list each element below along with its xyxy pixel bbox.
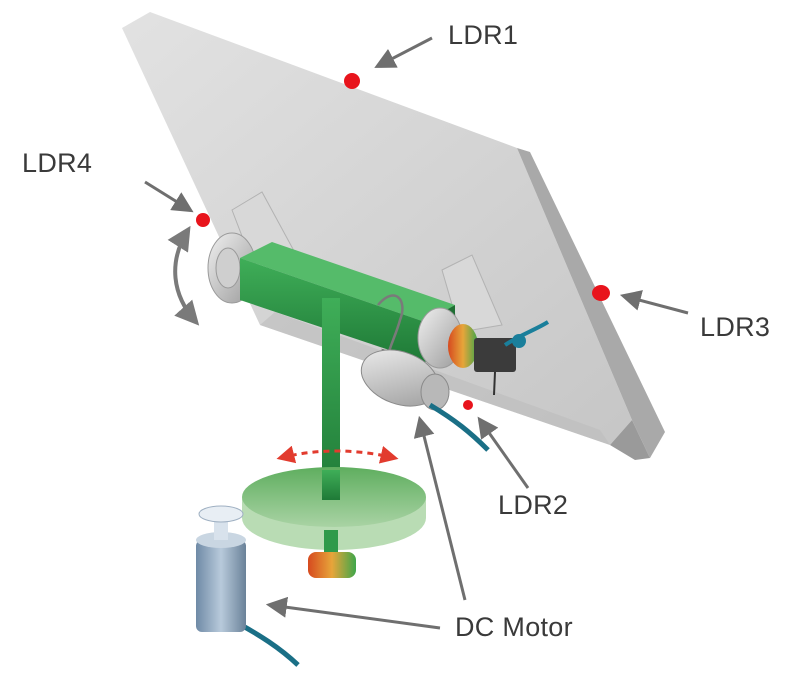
dc-motor-pointer-arrow-base	[265, 596, 441, 630]
tilt-motor-cable	[493, 371, 496, 396]
panel-face	[122, 12, 632, 445]
lower-hub	[308, 552, 356, 578]
right-coupling-hub	[448, 324, 478, 368]
horizontal-arm	[207, 232, 478, 369]
panel-edge-bottom	[610, 420, 650, 460]
ldr3-pointer-arrow	[619, 290, 689, 315]
ldr2-pointer-arrow	[477, 416, 530, 489]
dc-motor-pointer-arrow-drive	[413, 415, 467, 601]
sensor-cable	[503, 320, 550, 347]
ldr3-sensor-dot	[592, 285, 610, 301]
dc-motor-pulley	[198, 505, 244, 523]
ldr4-label: LDR4	[22, 148, 93, 178]
panel-edge-right	[517, 148, 665, 458]
left-bearing-inner	[215, 247, 241, 289]
tilt-rotation-arrow	[167, 225, 200, 326]
lower-shaft	[324, 530, 338, 552]
ldr1-label: LDR1	[448, 20, 519, 50]
dc-motor-label: DC Motor	[455, 612, 573, 642]
ldr1-pointer-arrow	[374, 36, 433, 68]
base-turntable	[242, 467, 426, 578]
arm-rotation-arrow	[377, 294, 404, 365]
ldr4-pointer-arrow	[144, 180, 194, 213]
tilt-motor-body	[474, 338, 516, 372]
ldr4-sensor-dot	[196, 213, 210, 227]
ldr3-label: LDR3	[700, 312, 771, 342]
ldr2-label: LDR2	[498, 490, 569, 520]
tilt-drive-motor-cap	[420, 373, 450, 411]
pan-rotation-arrow	[276, 445, 399, 464]
ldr2-sensor-dot	[463, 400, 473, 410]
sensor-cable-connector	[512, 334, 526, 348]
dc-motor-body	[196, 540, 246, 632]
dc-motor	[196, 505, 300, 667]
post-over-disk	[322, 470, 340, 500]
tilt-drive-cable	[428, 402, 490, 452]
tilt-motor	[360, 320, 550, 452]
dc-motor-shaft	[214, 520, 228, 540]
ldr1-sensor-dot	[344, 73, 360, 89]
